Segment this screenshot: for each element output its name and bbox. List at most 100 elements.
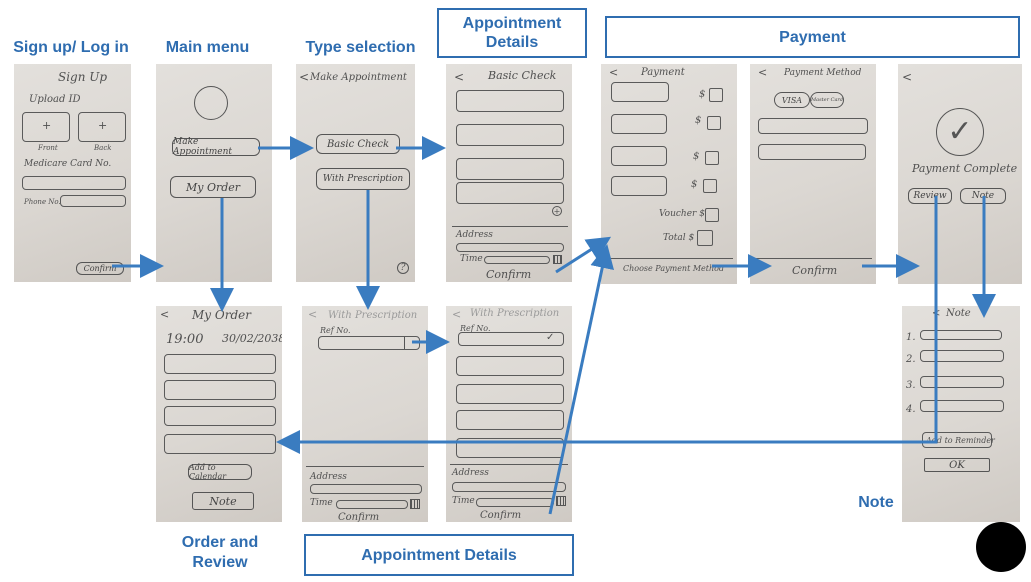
price-4-box — [703, 179, 717, 193]
time-label: Time — [460, 254, 483, 264]
order-slot-2[interactable] — [164, 380, 276, 400]
medicare-label: Medicare Card No. — [24, 159, 112, 169]
screen-signup: Sign Up Upload ID + + Front Back Medicar… — [14, 64, 131, 282]
order-slot-1[interactable] — [164, 354, 276, 374]
ref-dropdown[interactable] — [404, 337, 419, 349]
avatar — [194, 86, 228, 120]
label-appointment-details-bottom: Appointment Details — [304, 534, 574, 576]
presc-slot-3[interactable] — [456, 410, 564, 430]
divider — [754, 258, 872, 259]
time-label: Time — [452, 496, 475, 506]
order-slot-4[interactable] — [164, 434, 276, 454]
screen-my-order: < My Order 19:00 30/02/2038 Add to Calen… — [156, 306, 282, 522]
back-icon[interactable]: < — [454, 70, 465, 84]
visa-option[interactable]: VISA — [774, 92, 810, 108]
basic-slot-4[interactable] — [456, 182, 564, 204]
label-payment: Payment — [605, 16, 1020, 58]
back-id-upload[interactable] — [78, 112, 126, 142]
back-icon[interactable]: < — [758, 66, 768, 79]
basic-check-button[interactable]: Basic Check — [316, 134, 400, 154]
address-field[interactable] — [456, 243, 564, 252]
front-id-upload[interactable] — [22, 112, 70, 142]
choose-payment-method-button[interactable]: Choose Payment Method — [623, 264, 725, 273]
signup-confirm-button[interactable]: Confirm — [76, 262, 124, 275]
review-button[interactable]: Review — [908, 188, 952, 204]
presc1-confirm-button[interactable]: Confirm — [338, 512, 380, 522]
ok-button[interactable]: OK — [924, 458, 990, 472]
time-field[interactable] — [476, 498, 554, 507]
basic-slot-1[interactable] — [456, 90, 564, 112]
black-circle — [976, 522, 1026, 572]
screen-prescription-1: < With Prescription Ref No. Address Time… — [302, 306, 428, 522]
note-title: Note — [946, 308, 971, 319]
time-field[interactable] — [336, 500, 408, 509]
address-field[interactable] — [310, 484, 422, 494]
add-to-calendar-button[interactable]: Add to Calendar — [188, 463, 252, 481]
mastercard-option[interactable]: Master Card — [810, 92, 844, 108]
presc2-confirm-button[interactable]: Confirm — [480, 510, 522, 521]
make-appointment-button[interactable]: Make Appointment — [172, 137, 260, 157]
card-field-1[interactable] — [758, 118, 868, 134]
note-button[interactable]: Note — [960, 188, 1006, 204]
my-order-button[interactable]: My Order — [170, 176, 256, 198]
back-icon[interactable]: < — [308, 308, 318, 321]
back-icon[interactable]: < — [902, 70, 913, 84]
calendar-icon[interactable] — [553, 255, 562, 264]
back-icon[interactable]: < — [609, 66, 619, 79]
complete-title: Payment Complete — [912, 162, 1018, 175]
screen-basic-check: < Basic Check + Address Time Confirm — [446, 64, 572, 282]
price-3: $ — [693, 151, 700, 162]
address-label: Address — [456, 230, 493, 240]
label-appointment-details-top: Appointment Details — [437, 8, 587, 58]
signup-title: Sign Up — [58, 70, 108, 84]
note-field-4[interactable] — [920, 400, 1004, 412]
calendar-icon[interactable] — [410, 499, 420, 509]
time-label: Time — [310, 498, 333, 508]
back-icon[interactable]: < — [452, 308, 462, 321]
presc2-title: With Prescription — [470, 308, 560, 319]
note-num-1: 1. — [906, 332, 916, 343]
note-field-3[interactable] — [920, 376, 1004, 388]
presc1-title: With Prescription — [328, 310, 418, 321]
address-label: Address — [310, 472, 347, 482]
label-note: Note — [858, 494, 894, 511]
back-icon[interactable]: < — [299, 70, 310, 84]
phone-label: Phone No. — [24, 198, 61, 206]
phone-field[interactable] — [60, 195, 126, 207]
label-main-menu: Main menu — [165, 39, 250, 56]
price-2: $ — [695, 115, 702, 126]
card-field-2[interactable] — [758, 144, 866, 160]
calendar-icon[interactable] — [556, 496, 566, 506]
note-num-3: 3. — [906, 380, 916, 391]
address-field[interactable] — [452, 482, 566, 492]
note-field-1[interactable] — [920, 330, 1002, 340]
voucher-box[interactable] — [705, 208, 719, 222]
time-field[interactable] — [484, 256, 550, 264]
order-note-button[interactable]: Note — [192, 492, 254, 510]
back-icon[interactable]: < — [160, 308, 170, 321]
label-order-review: Order and Review — [181, 534, 259, 571]
order-slot-3[interactable] — [164, 406, 276, 426]
price-4: $ — [691, 179, 698, 190]
basic-slot-3[interactable] — [456, 158, 564, 180]
payment-title: Payment — [641, 67, 685, 78]
note-field-2[interactable] — [920, 350, 1004, 362]
back-icon[interactable]: < — [932, 308, 941, 319]
payment-item-1 — [611, 82, 669, 102]
price-1-box — [709, 88, 723, 102]
basic-slot-2[interactable] — [456, 124, 564, 146]
method-confirm-button[interactable]: Confirm — [792, 264, 838, 277]
presc-slot-2[interactable] — [456, 384, 564, 404]
presc-slot-1[interactable] — [456, 356, 564, 376]
basic-confirm-button[interactable]: Confirm — [486, 268, 532, 281]
with-prescription-button[interactable]: With Prescription — [316, 168, 410, 190]
back-label: Back — [94, 144, 112, 152]
voucher-label: Voucher $ — [659, 209, 705, 219]
medicare-field[interactable] — [22, 176, 126, 190]
presc-slot-4[interactable] — [456, 438, 564, 458]
front-plus-icon: + — [42, 119, 52, 132]
add-slot-icon[interactable]: + — [552, 206, 562, 216]
reminder-label: Add to Reminder — [926, 436, 995, 445]
screen-note: < Note 1. 2. 3. 4. Add to Reminder OK — [902, 306, 1020, 522]
help-icon[interactable]: ? — [397, 262, 409, 274]
